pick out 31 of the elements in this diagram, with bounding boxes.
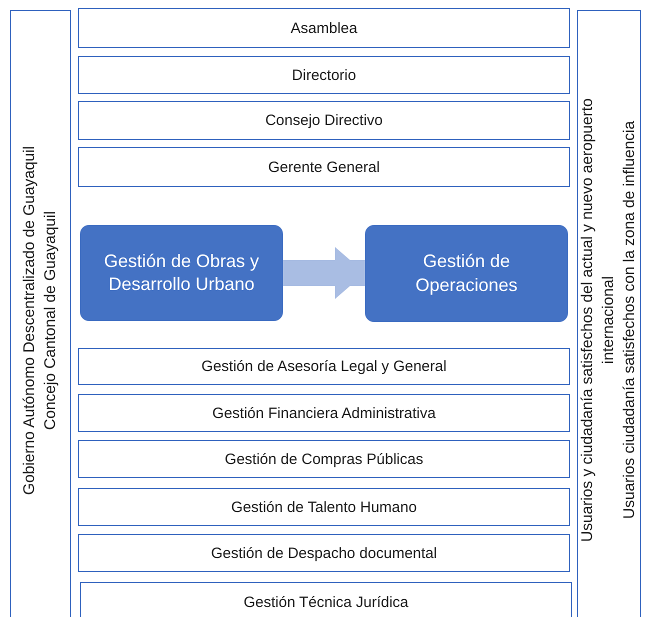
node-label: Gestión de Operaciones <box>414 250 519 297</box>
process-box <box>365 225 568 322</box>
node-label: Gestión Financiera Administrativa <box>212 404 436 422</box>
node-label: Usuarios ciudadanía satisfechos con la zona de influencia <box>619 120 638 522</box>
node-label: Gestión Técnica Jurídica <box>244 594 408 610</box>
node-label: Gerente General <box>268 158 380 176</box>
node-label: Directorio <box>292 66 356 84</box>
node-label: Usuarios y ciudadanía satisfechos del actual y nuevo aeropuerto internacional <box>578 97 618 544</box>
level-box <box>78 8 570 48</box>
node-label: Gestión de Compras Públicas <box>224 450 424 468</box>
node-label: Gestión de Talento Humano <box>231 498 417 516</box>
process-box <box>80 225 283 321</box>
level-box <box>78 56 570 94</box>
level-box <box>80 582 572 617</box>
level-box <box>78 440 570 478</box>
level-box <box>78 348 570 385</box>
side-band <box>10 10 71 617</box>
node-label: Gestión de Asesoría Legal y General <box>201 358 447 375</box>
node-label: Asamblea <box>290 20 358 36</box>
side-band <box>577 10 641 617</box>
level-box <box>78 101 570 140</box>
level-box <box>78 147 570 187</box>
level-box <box>78 394 570 432</box>
level-box <box>78 534 570 572</box>
block-arrow <box>283 247 365 299</box>
node-label: Gobierno Autónomo Descentralizado de Guayaquil <box>20 146 39 494</box>
node-label: Gestión de Despacho documental <box>211 544 437 562</box>
node-label: Concejo Cantonal de Guayaquil <box>40 210 60 432</box>
level-box <box>78 488 570 526</box>
node-label: Consejo Directivo <box>265 112 383 129</box>
node-label: Gestión de Obras y Desarrollo Urbano <box>102 250 260 296</box>
